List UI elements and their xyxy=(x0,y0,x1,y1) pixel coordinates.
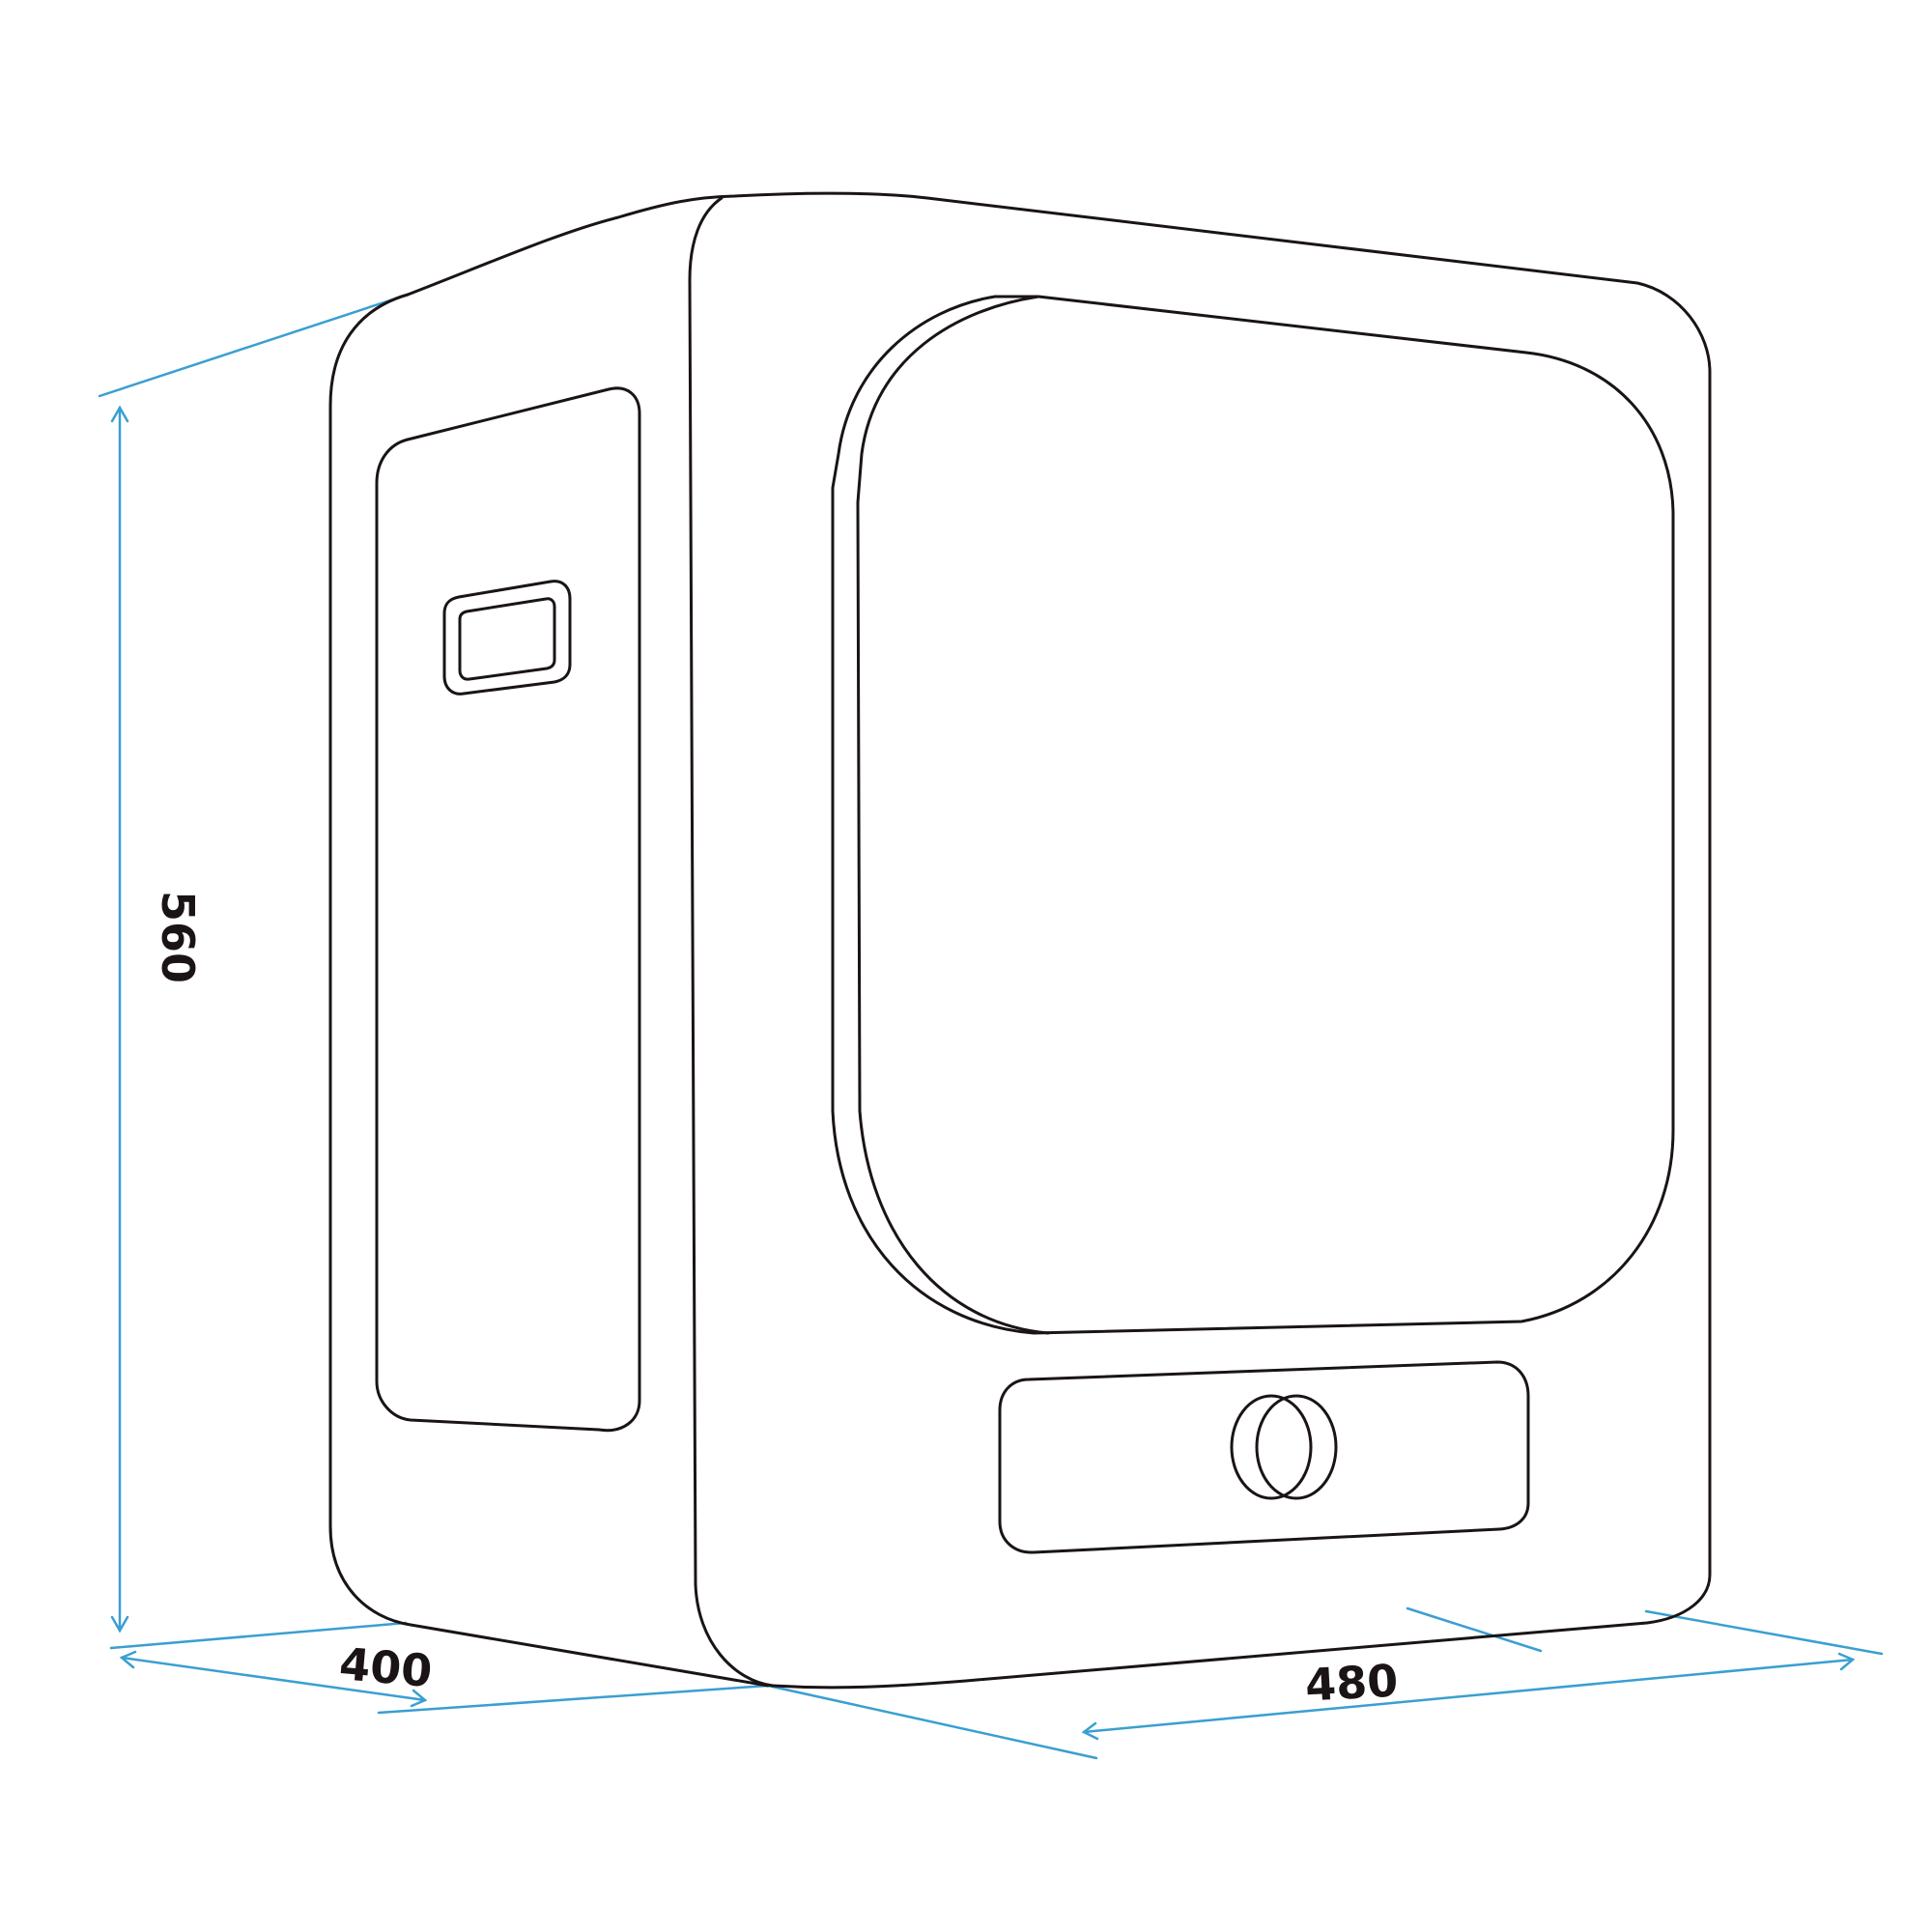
front-panel-edge xyxy=(688,196,775,1688)
body-top xyxy=(406,191,1712,1690)
top-extension-line xyxy=(98,293,410,398)
side-handle-outer[interactable] xyxy=(442,580,572,696)
door-inner xyxy=(856,295,1050,1335)
dryer-outline xyxy=(328,191,1712,1690)
side-recess-panel xyxy=(375,386,641,1433)
bottom-left-extension-line xyxy=(109,1621,408,1650)
width-arrow xyxy=(1081,1652,1856,1741)
right-extension-line-a xyxy=(1406,1606,1543,1653)
knob-back-ellipse xyxy=(1230,1394,1313,1500)
bottom-right-extension-line xyxy=(766,1684,1098,1760)
bottom-mid-extension-line xyxy=(377,1684,770,1715)
side-handle-inner xyxy=(458,597,556,681)
right-extension-line-b xyxy=(1644,1609,1884,1656)
height-dimension-label: 560 xyxy=(152,891,204,983)
control-knob[interactable] xyxy=(1230,1394,1338,1500)
door-outer[interactable] xyxy=(831,295,1675,1335)
dimension-lines xyxy=(98,293,1884,1760)
side-panel xyxy=(328,293,770,1688)
control-panel xyxy=(998,1360,1530,1554)
width-dimension-label: 480 xyxy=(1304,1655,1400,1712)
depth-dimension-label: 400 xyxy=(337,1637,434,1697)
knob-front-ellipse xyxy=(1255,1394,1338,1500)
depth-arrow xyxy=(119,1650,770,1715)
height-arrow xyxy=(110,405,129,1634)
